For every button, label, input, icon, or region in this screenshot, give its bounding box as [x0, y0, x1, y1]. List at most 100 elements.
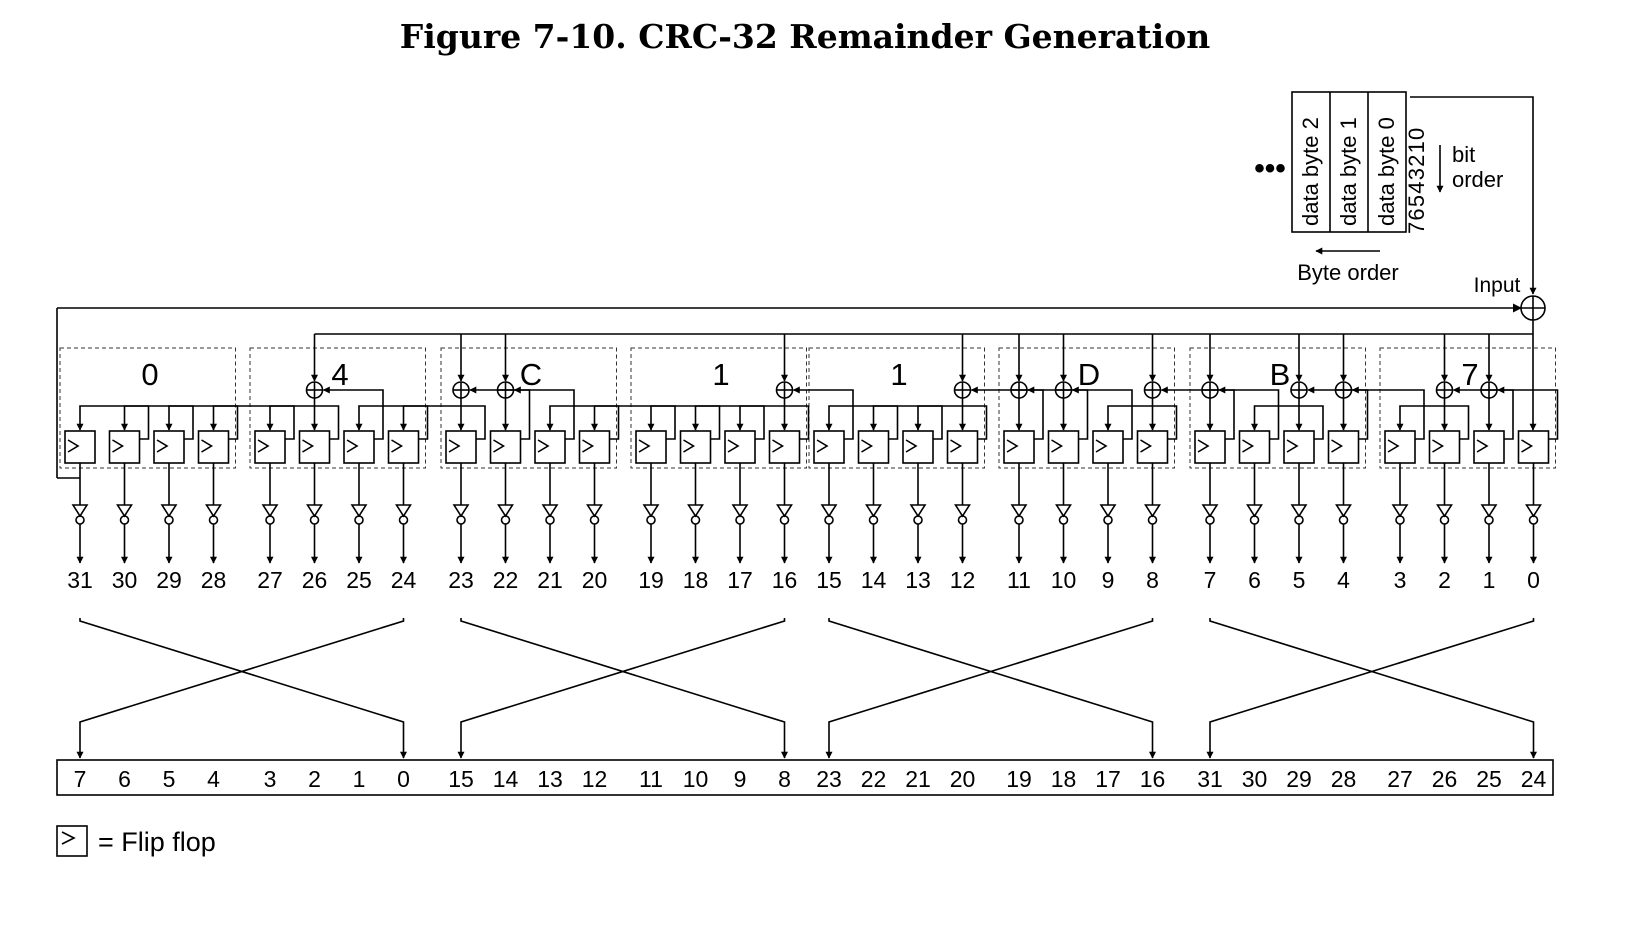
clock-glyph	[861, 439, 874, 453]
inverter-icon	[541, 504, 559, 518]
clock-glyph	[112, 439, 125, 453]
byte-swap-line	[460, 618, 788, 759]
flip-flop	[1194, 430, 1226, 464]
output-bit-label: 18	[1051, 766, 1077, 792]
clock-glyph	[727, 439, 740, 453]
flip-flop	[1384, 430, 1416, 464]
clock-glyph	[816, 439, 829, 453]
output-bit-label: 27	[1387, 766, 1413, 792]
clock-glyph	[905, 439, 918, 453]
flip-flop	[1473, 430, 1505, 464]
shift-wire	[513, 386, 575, 440]
flip-flop	[1517, 430, 1550, 464]
register-bit-label: 24	[391, 567, 417, 593]
register-bit-label: 17	[727, 567, 753, 593]
flip-flop	[153, 430, 185, 464]
register-bit-label: 31	[67, 567, 93, 593]
clock-glyph	[1331, 439, 1344, 453]
output-bit-label: 14	[493, 766, 519, 792]
ellipsis: •••	[1254, 152, 1286, 185]
shift-wire	[736, 405, 810, 440]
flip-flop	[902, 430, 934, 464]
output-bit-label: 31	[1197, 766, 1223, 792]
inverter-icon	[1436, 504, 1453, 518]
data-byte-0-label: data byte 0	[1374, 117, 1399, 226]
clock-glyph	[1051, 439, 1064, 453]
flip-flop	[254, 430, 286, 464]
output-bit-label: 4	[207, 766, 220, 792]
flip-flop	[768, 430, 801, 464]
clock-glyph	[537, 439, 550, 453]
register-bit-label: 19	[638, 567, 664, 593]
register-bit-label: 16	[772, 567, 798, 593]
clock-glyph	[302, 439, 315, 453]
nibble-group-box	[630, 347, 807, 469]
byte-swap-line	[1206, 618, 1535, 759]
clock-glyph	[346, 439, 359, 453]
inverter-icon	[776, 504, 793, 518]
clock-glyph	[1432, 439, 1445, 453]
register-bit-label: 4	[1337, 567, 1350, 593]
flip-flop	[857, 430, 890, 464]
bit-order-label-2: order	[1452, 167, 1503, 192]
output-bit-label: 15	[448, 766, 474, 792]
register-bit-label: 21	[537, 567, 563, 593]
output-bit-label: 19	[1006, 766, 1032, 792]
output-bit-label: 12	[582, 766, 608, 792]
flip-flop	[489, 430, 522, 464]
register-bit-label: 15	[816, 567, 842, 593]
byte-swap-line	[76, 618, 405, 759]
register-bit-label: 25	[346, 567, 372, 593]
shift-wire	[1218, 386, 1280, 440]
output-bit-label: 6	[118, 766, 131, 792]
clock-glyph	[391, 439, 404, 453]
output-bit-label: 29	[1286, 766, 1312, 792]
inverter-icon	[1201, 504, 1219, 518]
shift-wire	[1251, 405, 1324, 440]
inverter-icon	[1480, 504, 1498, 518]
inverter-icon	[350, 504, 368, 518]
flip-flop	[578, 430, 611, 464]
inverter-icon	[1010, 504, 1028, 518]
nibble-group-box	[440, 347, 617, 469]
shift-wire	[1160, 386, 1235, 440]
flip-flop	[1238, 430, 1271, 464]
shift-wire	[266, 405, 340, 440]
register-bit-label: 5	[1293, 567, 1306, 593]
inverter-icon	[1099, 504, 1117, 518]
shift-wire	[322, 386, 384, 440]
output-bit-label: 5	[163, 766, 176, 792]
nibble-group-box	[59, 347, 236, 469]
clock-glyph	[772, 439, 785, 453]
flip-flop	[946, 430, 979, 464]
clock-glyph	[683, 439, 696, 453]
nibble-hex-label: 0	[141, 357, 158, 392]
output-bit-label: 8	[778, 766, 791, 792]
output-bit-label: 21	[905, 766, 931, 792]
clock-glyph	[1521, 439, 1534, 453]
inverter-icon	[820, 504, 838, 518]
bit-numbers: 76543210	[1404, 127, 1429, 234]
output-bit-label: 11	[639, 766, 663, 792]
inverter-icon	[205, 504, 222, 518]
legend: = Flip flop	[56, 825, 216, 857]
register-bit-label: 12	[950, 567, 976, 593]
clock-glyph	[448, 439, 461, 453]
byte-swap-line	[1209, 618, 1537, 759]
inverter-icon	[1525, 504, 1542, 518]
output-bit-label: 3	[264, 766, 277, 792]
register-bit-label: 2	[1438, 567, 1451, 593]
clock-glyph	[950, 439, 963, 453]
register-bit-label: 22	[493, 567, 519, 593]
data-byte-1-label: data byte 1	[1336, 117, 1361, 226]
byte-swap-line	[828, 618, 1156, 759]
inverter-icon	[909, 504, 927, 518]
register-bit-label: 3	[1394, 567, 1407, 593]
register-bit-label: 23	[448, 567, 474, 593]
legend-text: = Flip flop	[98, 827, 216, 857]
bytes-frame	[1291, 91, 1407, 233]
shift-wire	[400, 405, 486, 440]
shift-wire	[1104, 405, 1178, 440]
output-bit-label: 16	[1140, 766, 1166, 792]
